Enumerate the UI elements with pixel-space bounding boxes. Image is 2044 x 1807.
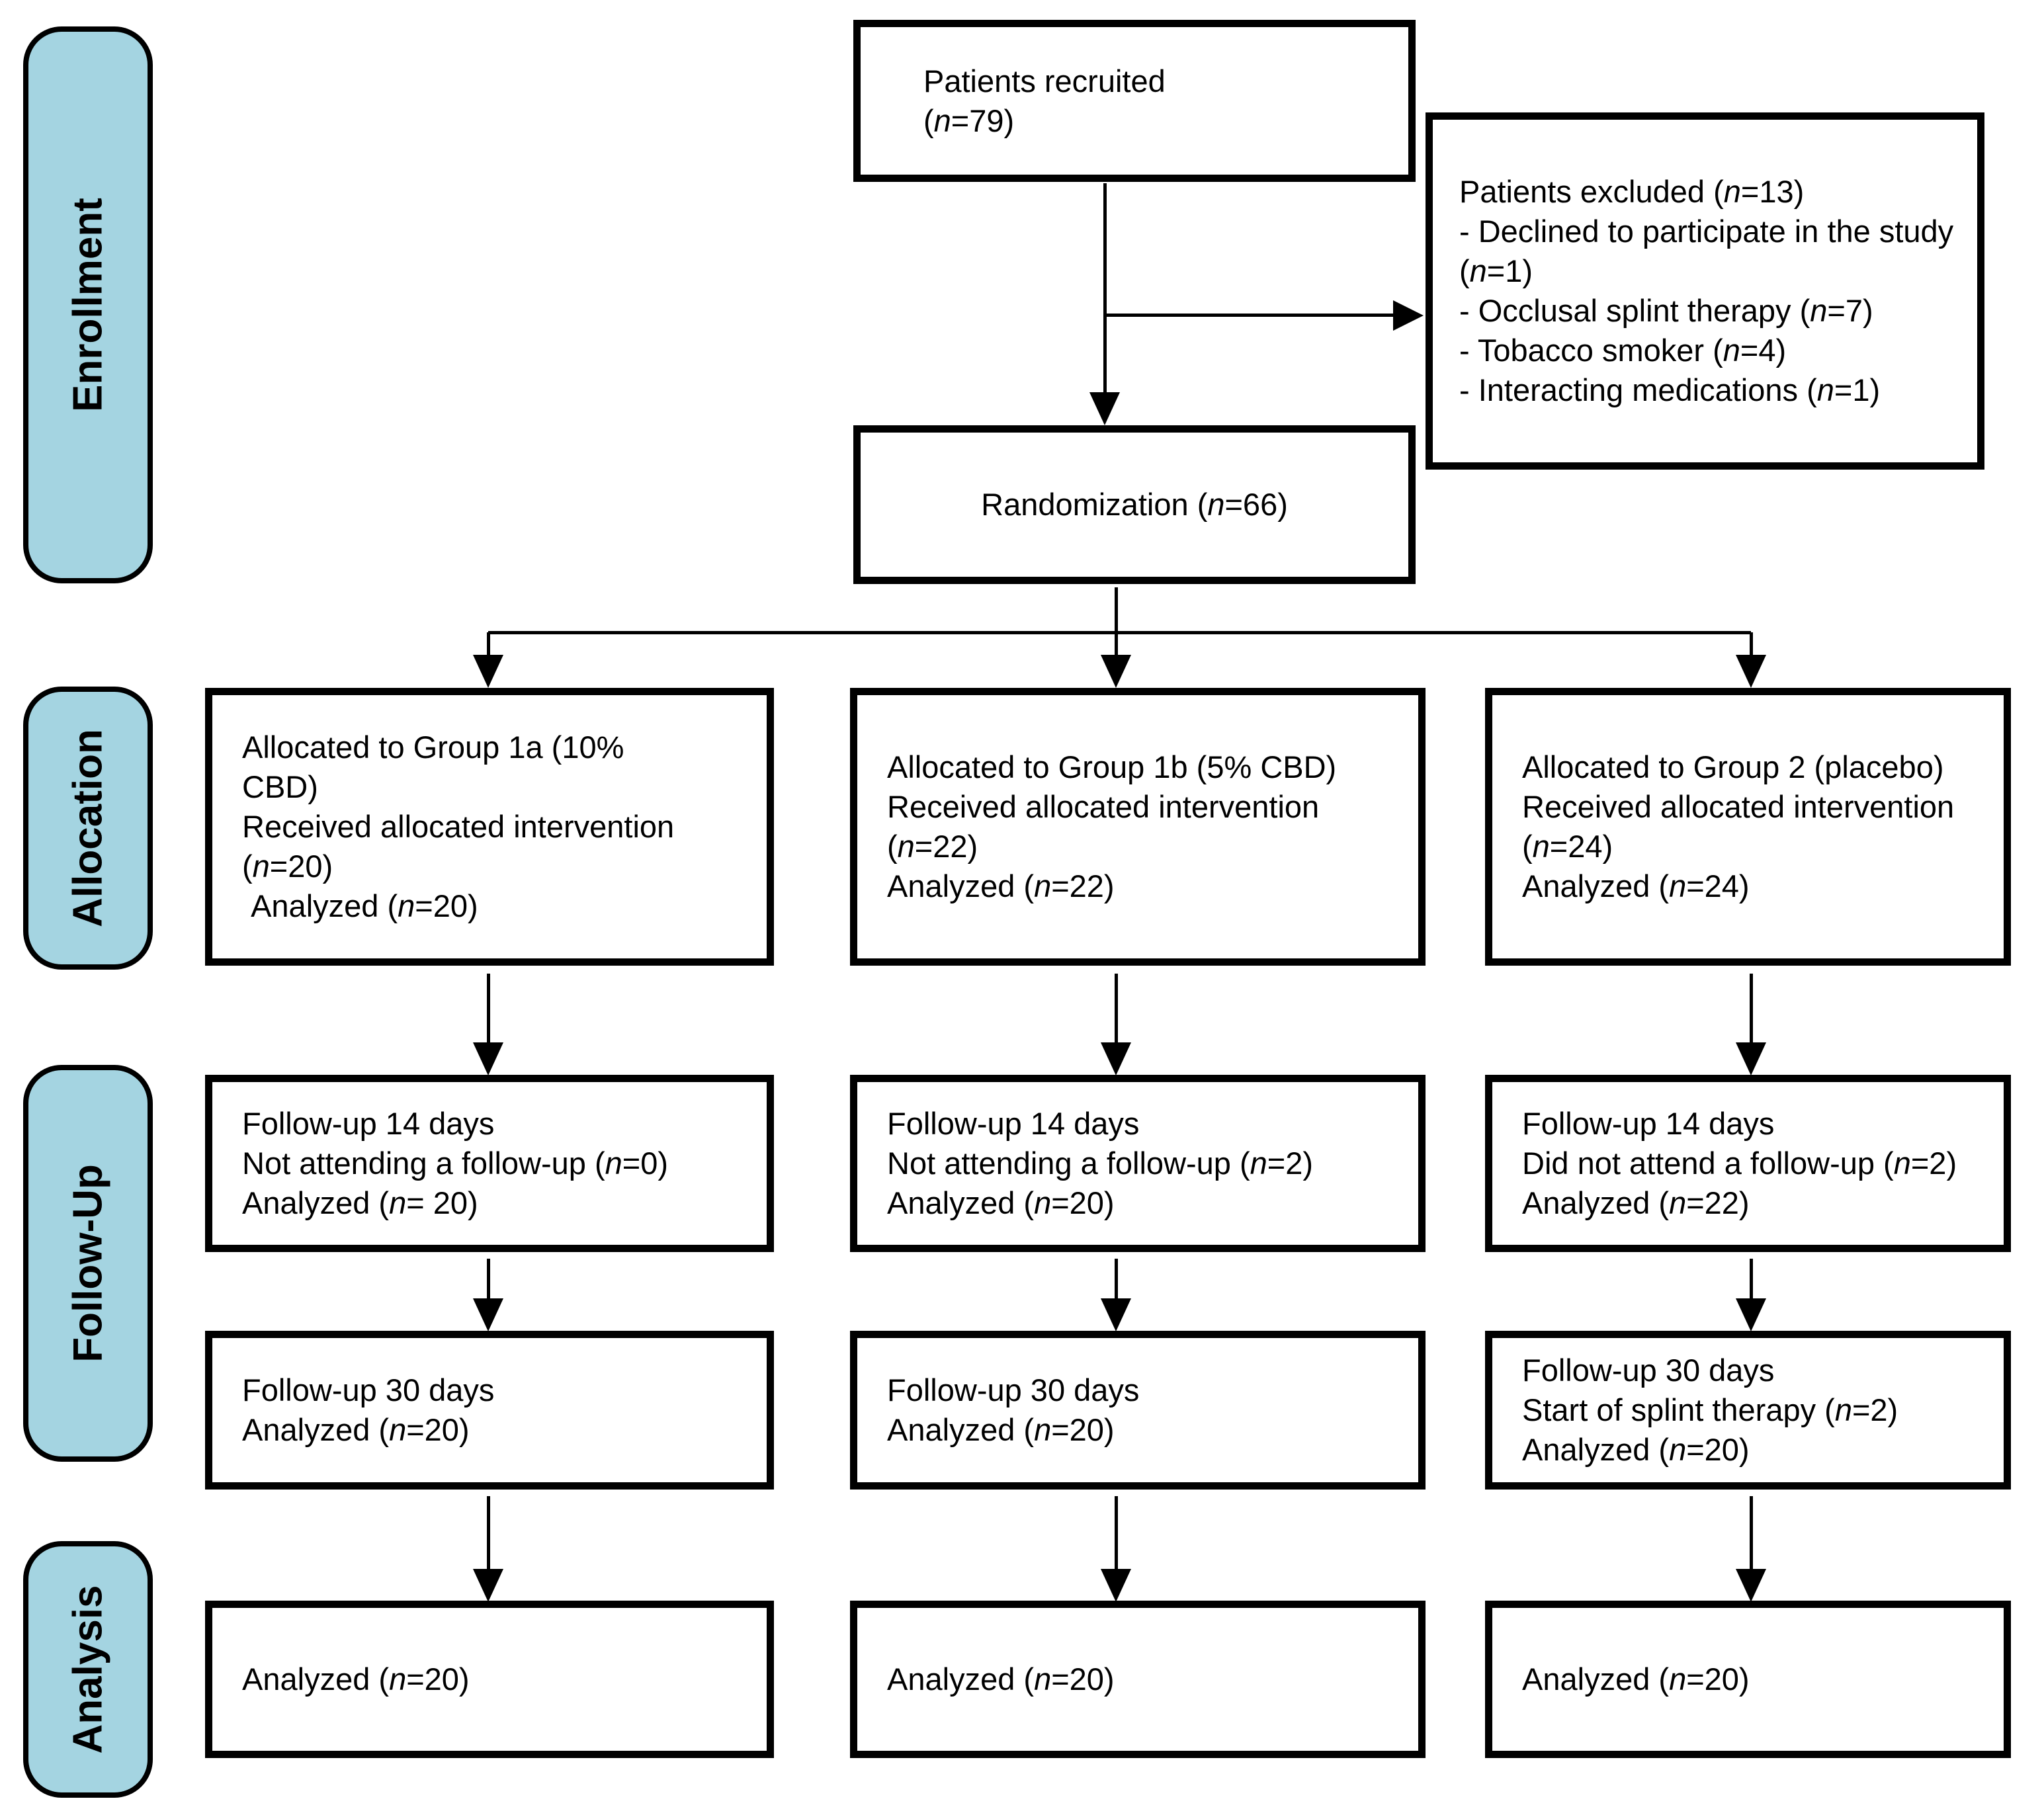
flow-line-split-right	[1750, 632, 1753, 659]
flow-line-fu14-to-fu30-group1a	[487, 1259, 490, 1300]
fu14-2-line3: Analyzed (n=22)	[1522, 1185, 1750, 1220]
flow-line-fu14-to-fu30-group2	[1750, 1259, 1753, 1300]
fu14-1b-line1: Follow-up 14 days	[887, 1106, 1140, 1141]
alloc1a-line3: Analyzed (n=20)	[242, 888, 478, 923]
fu30-1a-line2: Analyzed (n=20)	[242, 1412, 470, 1447]
fu30-2-line1: Follow-up 30 days	[1522, 1353, 1775, 1388]
stage-label-enrollment: Enrollment	[65, 198, 111, 412]
arrowhead-into-randomization	[1089, 392, 1120, 425]
alloc1a-line1: Allocated to Group 1a (10% CBD)	[242, 730, 633, 804]
recruited-line: Patients recruited	[923, 63, 1166, 99]
excluded-reason-declined: - Declined to participate in the study (…	[1459, 214, 1963, 288]
flow-line-alloc2-to-fu14	[1750, 974, 1753, 1044]
arrowhead-into-alloc-group1b	[1101, 655, 1131, 688]
box-followup14-group2: Follow-up 14 days Did not attend a follo…	[1485, 1075, 2011, 1252]
alloc1b-line3: Analyzed (n=22)	[887, 868, 1115, 904]
box-patients-recruited: Patients recruited (n=79)	[853, 20, 1416, 182]
stage-pill-analysis: Analysis	[23, 1541, 153, 1798]
fu30-1b-line2: Analyzed (n=20)	[887, 1412, 1115, 1447]
box-allocation-group1a: Allocated to Group 1a (10% CBD) Received…	[205, 688, 774, 966]
excluded-reason-splint: - Occlusal splint therapy (n=7)	[1459, 293, 1873, 328]
box-analysis-group1a: Analyzed (n=20)	[205, 1601, 774, 1758]
arrowhead-into-fu30-group2	[1736, 1298, 1766, 1331]
box-followup30-group1a: Follow-up 30 days Analyzed (n=20)	[205, 1331, 774, 1490]
fu14-1b-line3: Analyzed (n=20)	[887, 1185, 1115, 1220]
flow-line-alloc1b-to-fu14	[1115, 974, 1118, 1044]
fu30-1b-line1: Follow-up 30 days	[887, 1372, 1140, 1408]
box-patients-excluded: Patients excluded (n=13) - Declined to p…	[1426, 112, 1984, 470]
box-analysis-group1b: Analyzed (n=20)	[850, 1601, 1426, 1758]
flow-line-recruited-to-randomization	[1103, 183, 1107, 395]
flow-line-fu14-to-fu30-group1b	[1115, 1259, 1118, 1300]
box-followup14-group1a: Follow-up 14 days Not attending a follow…	[205, 1075, 774, 1252]
box-followup30-group1b: Follow-up 30 days Analyzed (n=20)	[850, 1331, 1426, 1490]
alloc1b-line2: Received allocated intervention (n=22)	[887, 789, 1328, 864]
box-followup14-group1b: Follow-up 14 days Not attending a follow…	[850, 1075, 1426, 1252]
arrowhead-into-alloc-group1a	[473, 655, 503, 688]
stage-pill-allocation: Allocation	[23, 687, 153, 970]
flow-line-randomization-down	[1115, 587, 1118, 659]
fu14-1a-line1: Follow-up 14 days	[242, 1106, 495, 1141]
flow-line-split-left	[487, 632, 490, 659]
flow-line-to-excluded	[1105, 314, 1396, 317]
flow-line-alloc1a-to-fu14	[487, 974, 490, 1044]
fu14-1a-line2: Not attending a follow-up (n=0)	[242, 1146, 669, 1181]
flow-line-split-horizontal	[488, 631, 1751, 634]
fu14-1b-line2: Not attending a follow-up (n=2)	[887, 1146, 1314, 1181]
stage-label-allocation: Allocation	[65, 729, 111, 927]
fu14-2-line1: Follow-up 14 days	[1522, 1106, 1775, 1141]
excluded-title: Patients excluded (n=13)	[1459, 174, 1805, 209]
arrowhead-into-fu14-group1a	[473, 1042, 503, 1075]
arrowhead-into-fu30-group1a	[473, 1298, 503, 1331]
flow-line-fu30-to-analysis-group2	[1750, 1496, 1753, 1570]
fu14-2-line2: Did not attend a follow-up (n=2)	[1522, 1146, 1957, 1181]
fu30-2-line2: Start of splint therapy (n=2)	[1522, 1392, 1898, 1427]
randomization-label: Randomization (n=66)	[981, 487, 1288, 522]
box-allocation-group2: Allocated to Group 2 (placebo) Received …	[1485, 688, 2011, 966]
arrowhead-into-fu30-group1b	[1101, 1298, 1131, 1331]
arrowhead-into-excluded	[1393, 300, 1424, 331]
stage-label-followup: Follow-Up	[65, 1164, 111, 1363]
recruited-count: (n=79)	[923, 103, 1015, 138]
alloc2-line2: Received allocated intervention (n=24)	[1522, 789, 1963, 864]
analysis-2-line: Analyzed (n=20)	[1522, 1661, 1750, 1697]
stage-pill-followup: Follow-Up	[23, 1065, 153, 1462]
arrowhead-into-analysis-group1b	[1101, 1569, 1131, 1602]
stage-label-analysis: Analysis	[65, 1585, 111, 1754]
alloc2-line3: Analyzed (n=24)	[1522, 868, 1750, 904]
analysis-1b-line: Analyzed (n=20)	[887, 1661, 1115, 1697]
flow-line-fu30-to-analysis-group1a	[487, 1496, 490, 1570]
alloc1a-line2: Received allocated intervention (n=20)	[242, 809, 683, 884]
box-followup30-group2: Follow-up 30 days Start of splint therap…	[1485, 1331, 2011, 1490]
arrowhead-into-analysis-group2	[1736, 1569, 1766, 1602]
box-randomization: Randomization (n=66)	[853, 425, 1416, 584]
fu30-1a-line1: Follow-up 30 days	[242, 1372, 495, 1408]
box-analysis-group2: Analyzed (n=20)	[1485, 1601, 2011, 1758]
excluded-reason-tobacco: - Tobacco smoker (n=4)	[1459, 333, 1787, 368]
flow-line-fu30-to-analysis-group1b	[1115, 1496, 1118, 1570]
stage-pill-enrollment: Enrollment	[23, 26, 153, 583]
arrowhead-into-analysis-group1a	[473, 1569, 503, 1602]
analysis-1a-line: Analyzed (n=20)	[242, 1661, 470, 1697]
alloc2-line1: Allocated to Group 2 (placebo)	[1522, 749, 1944, 784]
excluded-reason-medications: - Interacting medications (n=1)	[1459, 372, 1881, 407]
fu30-2-line3: Analyzed (n=20)	[1522, 1432, 1750, 1467]
arrowhead-into-fu14-group2	[1736, 1042, 1766, 1075]
box-allocation-group1b: Allocated to Group 1b (5% CBD) Received …	[850, 688, 1426, 966]
arrowhead-into-fu14-group1b	[1101, 1042, 1131, 1075]
alloc1b-line1: Allocated to Group 1b (5% CBD)	[887, 749, 1337, 784]
arrowhead-into-alloc-group2	[1736, 655, 1766, 688]
fu14-1a-line3: Analyzed (n= 20)	[242, 1185, 478, 1220]
